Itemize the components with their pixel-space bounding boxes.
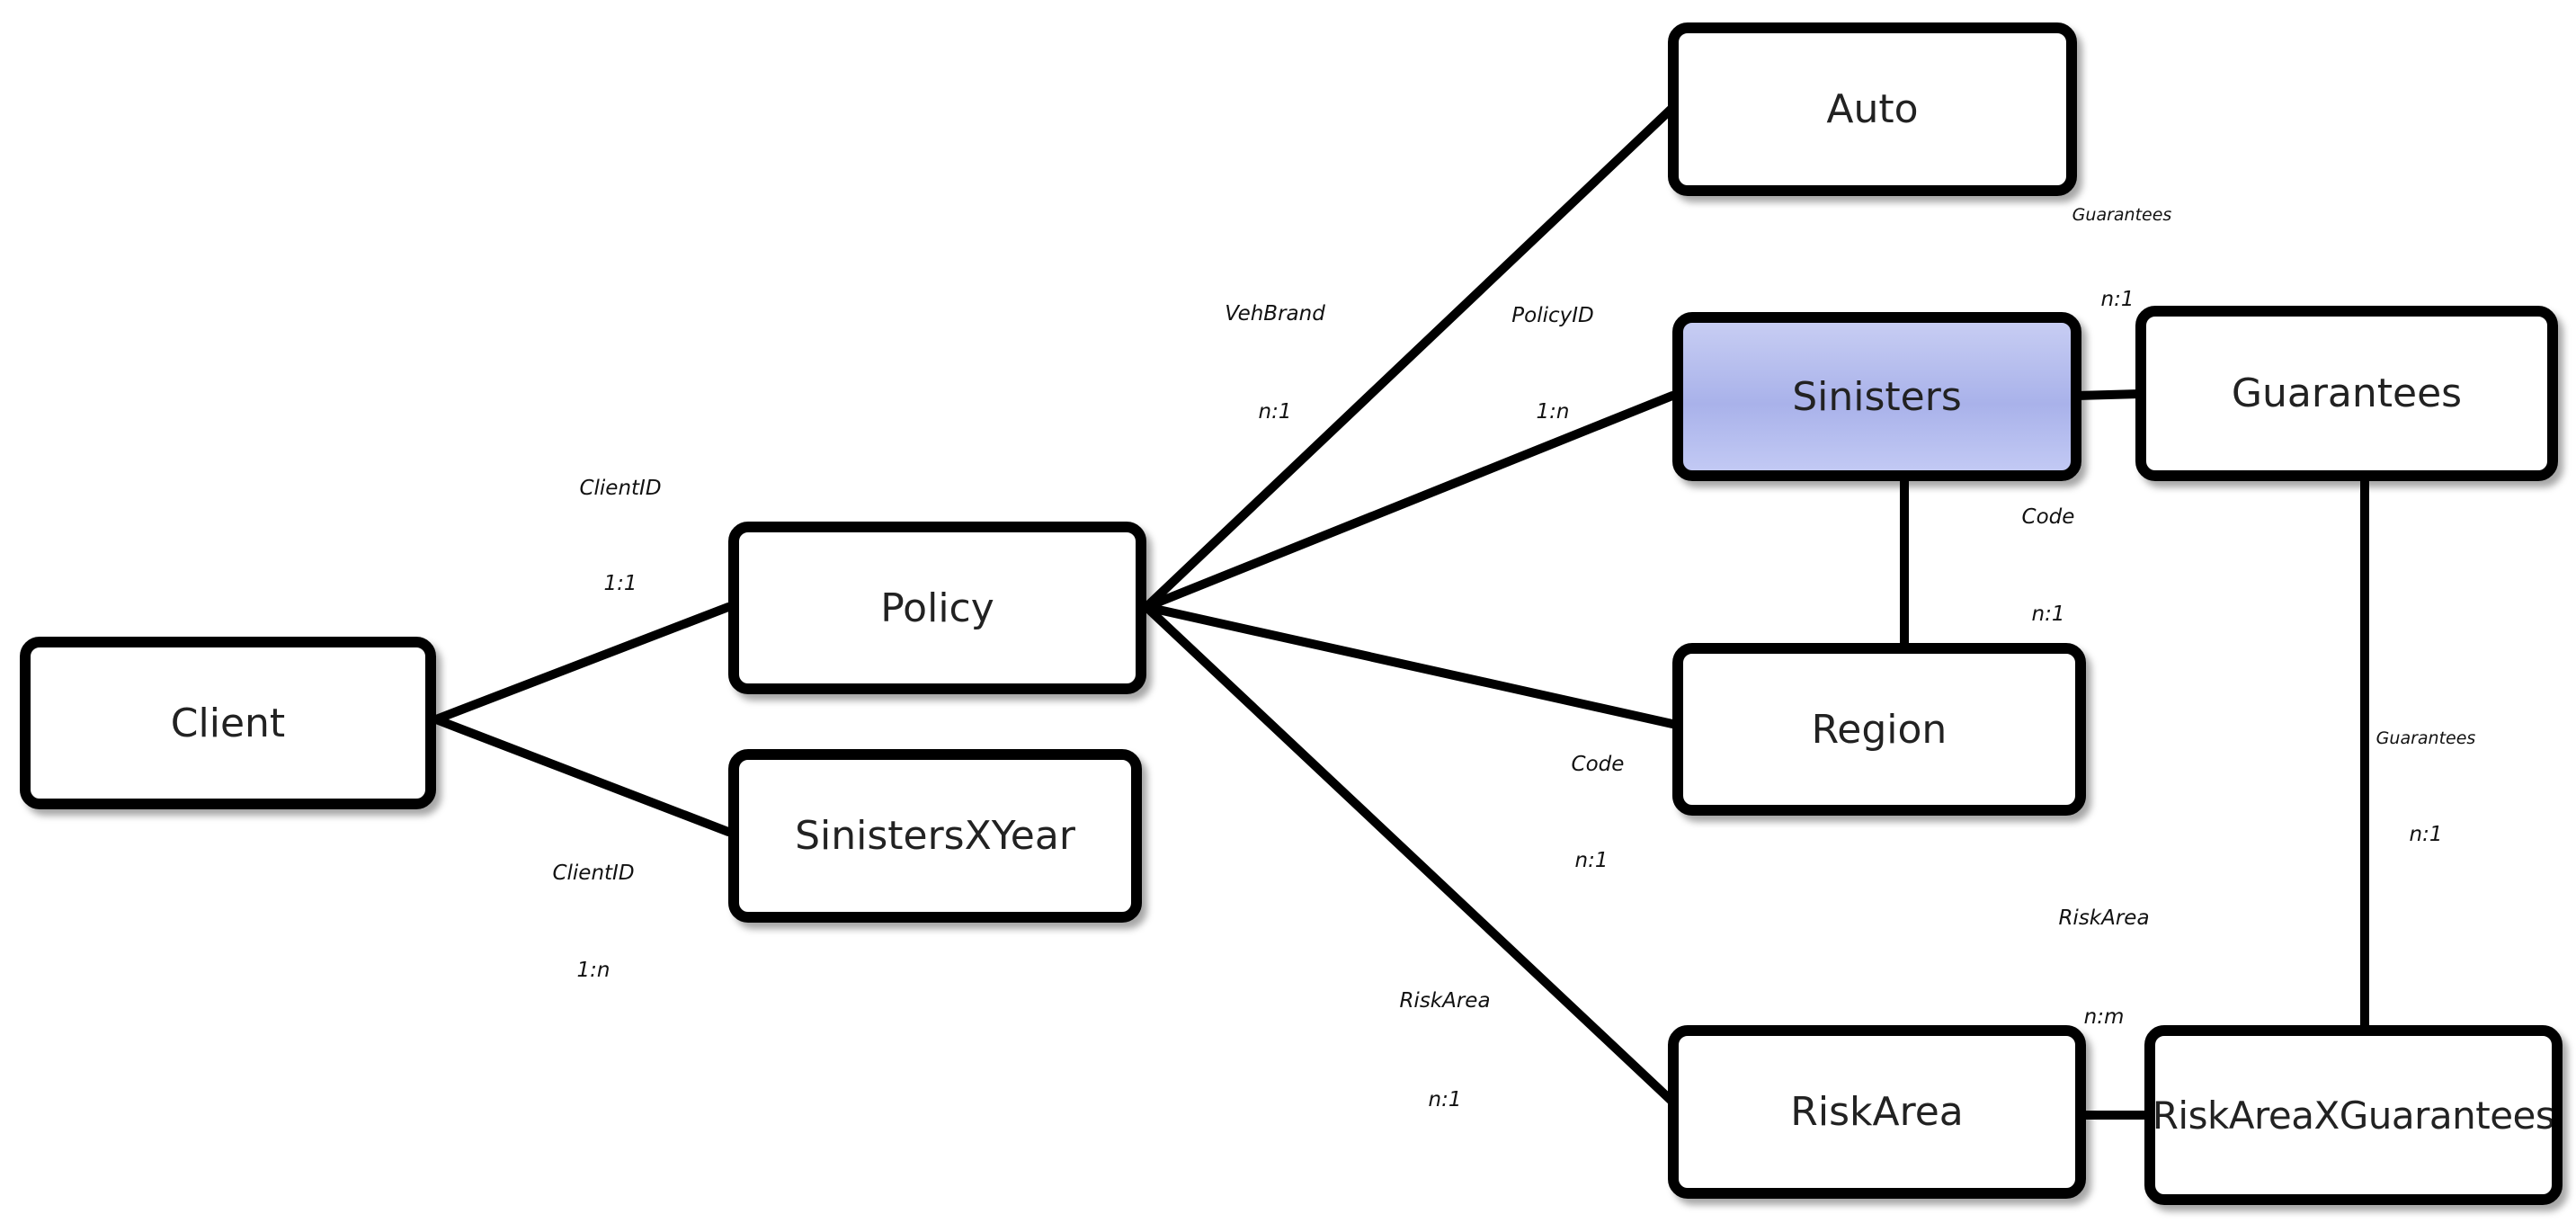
entity-client: Client [20, 637, 436, 809]
entity-riskarea: RiskArea [1668, 1025, 2086, 1199]
edge-sinisters-guarantees [2072, 389, 2144, 400]
label-riskarea-riskareaxguarantees-key: RiskArea [2058, 906, 2150, 930]
label-policy-auto-key: VehBrand [1225, 302, 1325, 326]
label-policy-auto-cardinality: n:1 [1258, 400, 1292, 424]
entity-guarantees: Guarantees [2135, 306, 2558, 481]
label-policy-riskarea-cardinality: n:1 [1428, 1088, 1462, 1111]
edge-policy-auto [1142, 103, 1677, 612]
label-client-sinistersxyear-cardinality: 1:n [576, 959, 611, 982]
label-guarantees-riskareaxguarantees-key: Guarantees [2375, 728, 2476, 748]
label-policy-sinisters-key: PolicyID [1511, 304, 1594, 327]
label-policy-region-cardinality: n:1 [1574, 849, 1609, 872]
label-sinisters-guarantees-cardinality: n:1 [2100, 288, 2135, 311]
label-policy-sinisters-cardinality: 1:n [1536, 400, 1570, 424]
label-policy-riskarea-key: RiskArea [1399, 989, 1491, 1013]
label-client-policy-key: ClientID [579, 477, 662, 500]
entity-sinisters: Sinisters [1672, 312, 2081, 481]
label-guarantees-riskareaxguarantees-cardinality: n:1 [2409, 823, 2443, 846]
label-client-policy-cardinality: 1:1 [603, 572, 637, 595]
label-sinisters-region-cardinality: n:1 [2031, 603, 2065, 626]
edge-policy-sinisters [1142, 391, 1677, 612]
label-sinisters-region-key: Code [2021, 505, 2075, 529]
entity-auto: Auto [1668, 22, 2077, 196]
edge-policy-riskarea [1142, 603, 1677, 1106]
entity-policy: Policy [728, 522, 1146, 694]
label-sinisters-guarantees-key: Guarantees [2072, 205, 2172, 225]
edge-client-sinistersxyear [432, 715, 733, 836]
entity-riskareaxguarantees: RiskAreaXGuarantees [2144, 1025, 2563, 1205]
entity-sinistersxyear: SinistersXYear [728, 749, 1142, 923]
label-riskarea-riskareaxguarantees-cardinality: n:m [2083, 1005, 2125, 1029]
edge-client-policy [432, 603, 733, 724]
label-client-sinistersxyear-key: ClientID [552, 861, 635, 885]
entity-region: Region [1672, 643, 2086, 816]
edge-policy-region [1142, 603, 1677, 728]
label-policy-region-key: Code [1571, 753, 1625, 776]
